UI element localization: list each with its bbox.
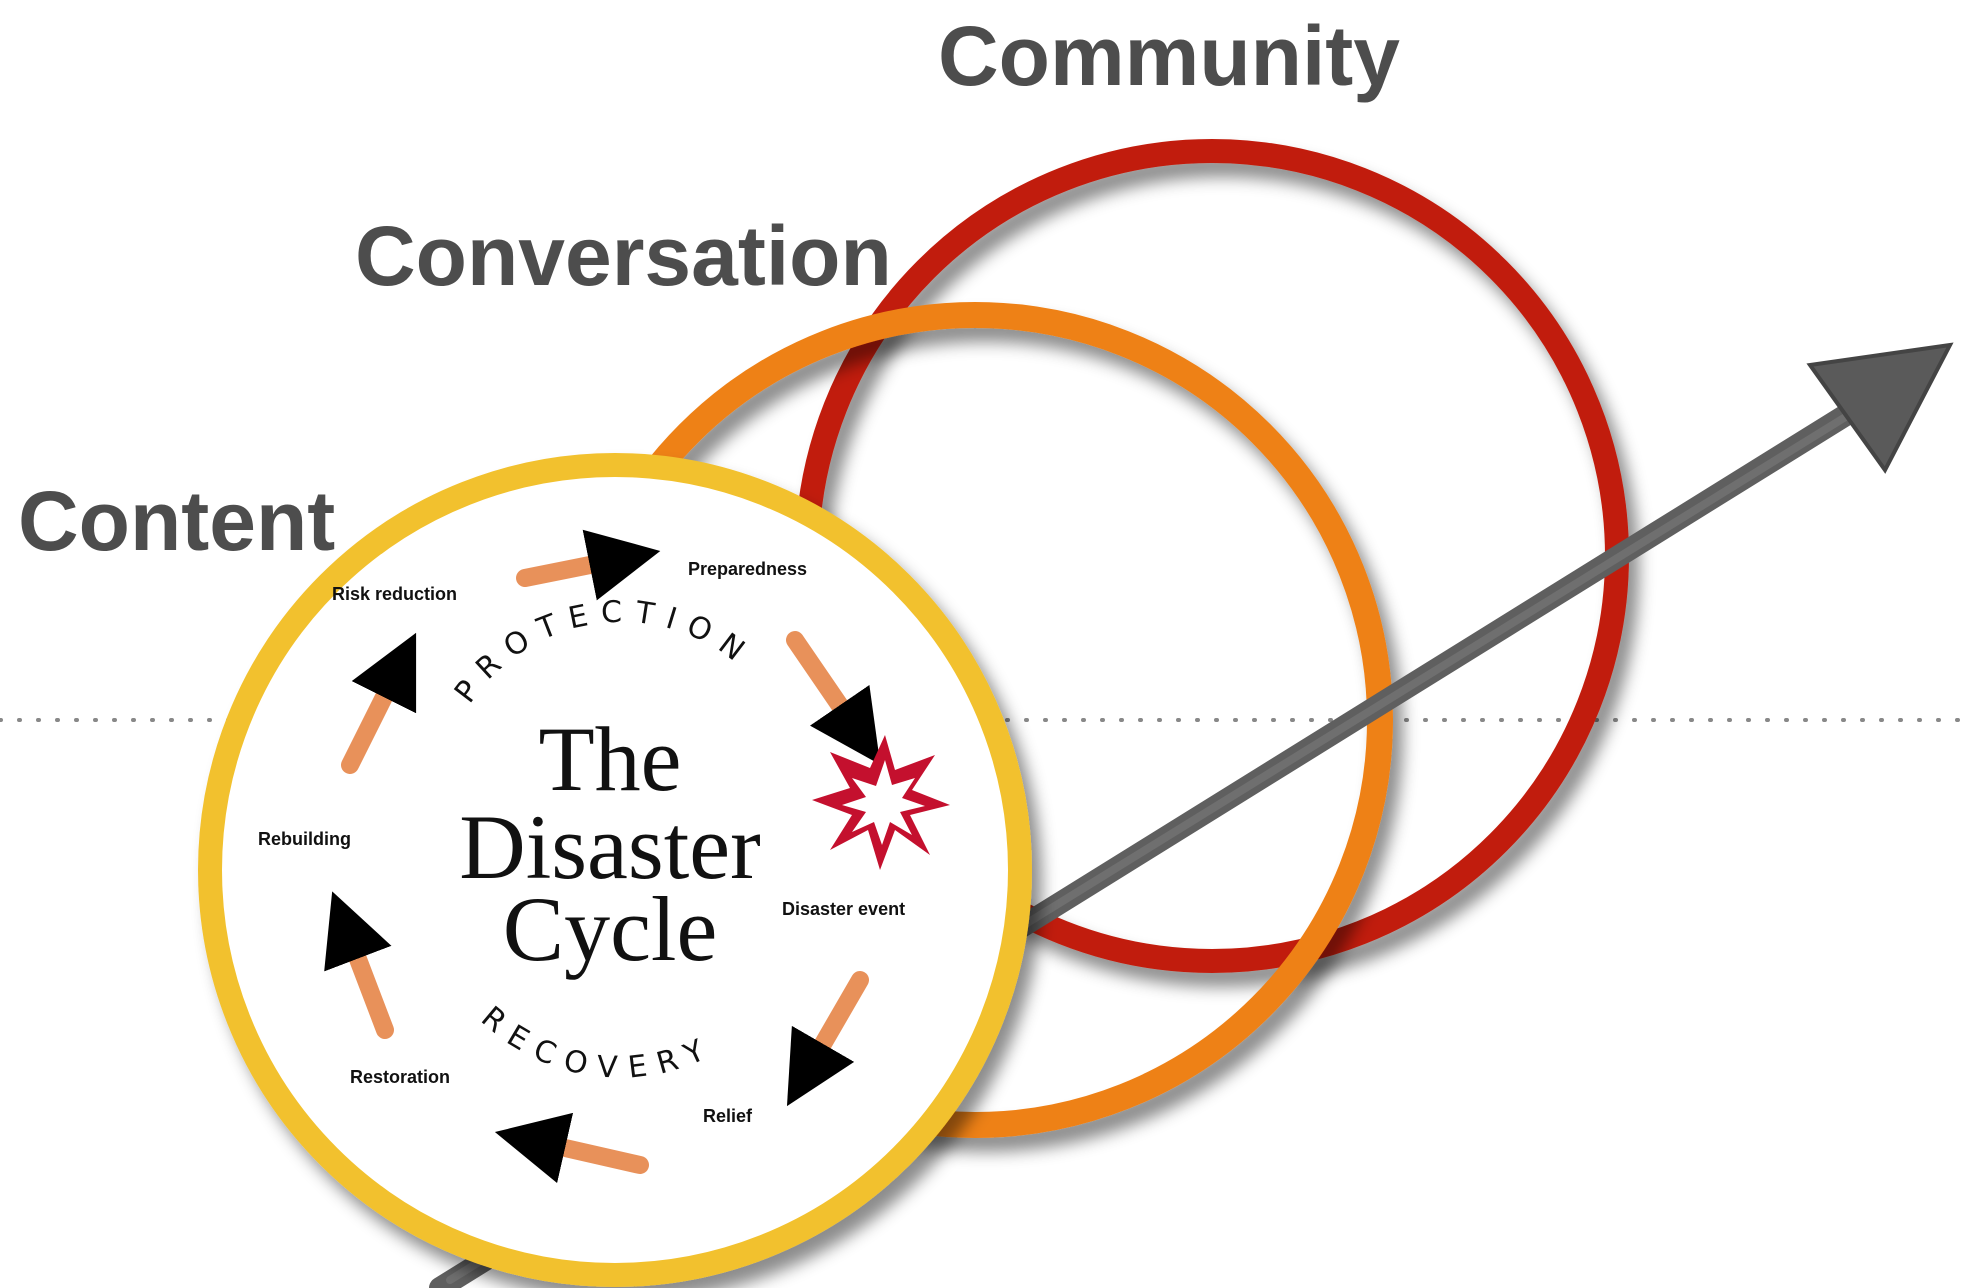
step-preparedness: Preparedness — [688, 559, 807, 579]
step-risk-reduction: Risk reduction — [332, 584, 457, 604]
cycle-title-line1: The — [538, 708, 681, 810]
explosion-icon — [812, 735, 950, 870]
arrow-to-restoration — [494, 1112, 649, 1184]
step-restoration: Restoration — [350, 1067, 450, 1087]
cycle-title-line3: Cycle — [503, 878, 718, 980]
conversation-label: Conversation — [355, 209, 892, 303]
step-rebuilding: Rebuilding — [258, 829, 351, 849]
content-label: Content — [18, 474, 335, 568]
arrow-to-relief — [786, 971, 869, 1107]
arrow-to-risk-reduction — [341, 632, 417, 774]
community-label: Community — [938, 9, 1400, 103]
step-disaster-event: Disaster event — [782, 899, 905, 919]
arrow-to-disaster-event — [786, 631, 881, 765]
arrow-to-rebuilding — [324, 891, 394, 1039]
arrow-to-preparedness — [516, 529, 661, 601]
cycle-title-line2: Disaster — [459, 796, 760, 898]
step-relief: Relief — [703, 1106, 753, 1126]
